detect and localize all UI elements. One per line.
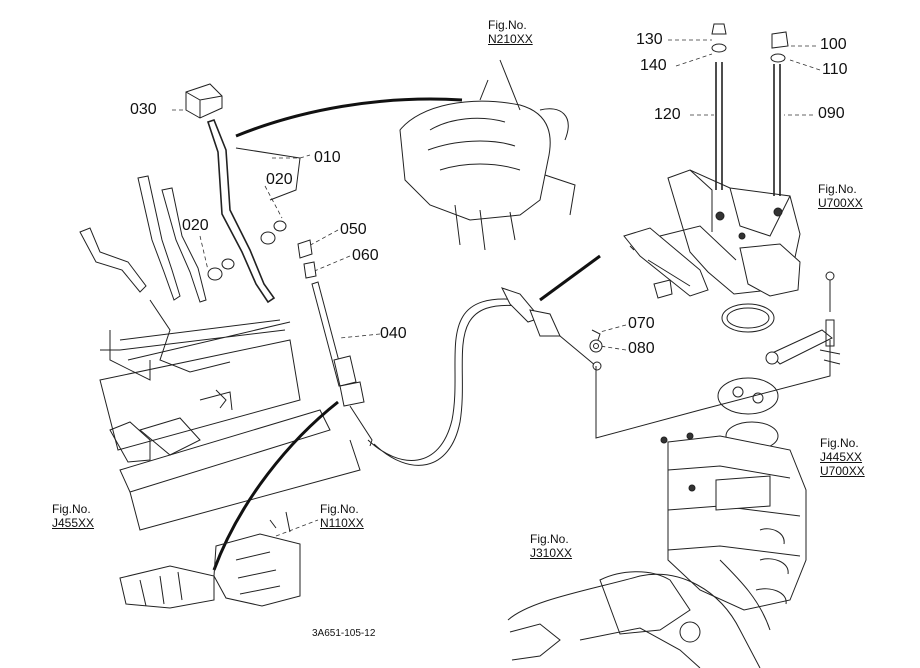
- transmission-housing: [507, 559, 771, 668]
- part-label-060: 060: [352, 247, 379, 264]
- part-label-110: 110: [822, 61, 848, 78]
- part-label-100: 100: [820, 36, 847, 53]
- engine-housing-outline: [399, 59, 576, 251]
- valve-lever-linkage: [765, 271, 841, 365]
- lower-left-mechanism: [119, 400, 339, 609]
- control-valve-upper: [659, 23, 801, 333]
- fig-ref-title: Fig.No.: [320, 502, 359, 516]
- part-label-050: 050: [340, 221, 367, 238]
- control-cable-upper: [235, 97, 463, 138]
- fig-ref-title: Fig.No.: [530, 532, 569, 546]
- part-label-010: 010: [314, 149, 341, 166]
- part-label-130: 130: [636, 31, 663, 48]
- fig-ref-u700xx[interactable]: Fig.No. U700XX: [818, 182, 863, 210]
- part-label-030: 030: [130, 101, 157, 118]
- part-label-120: 120: [654, 106, 681, 123]
- fig-ref-title: Fig.No.: [488, 18, 527, 32]
- throttle-cable: [311, 254, 602, 466]
- part-label-080: 080: [628, 340, 655, 357]
- fig-ref-title: Fig.No.: [818, 182, 857, 196]
- part-label-090: 090: [818, 105, 845, 122]
- fig-ref-n210xx[interactable]: Fig.No. N210XX: [488, 18, 533, 46]
- small-hardware: [297, 239, 603, 353]
- fig-ref-code[interactable]: N210XX: [488, 32, 533, 46]
- cable-bracket-plate: [595, 227, 831, 439]
- fig-ref-j445xx-u700xx[interactable]: Fig.No. J445XX U700XX: [820, 436, 865, 478]
- fig-ref-title: Fig.No.: [52, 502, 91, 516]
- control-valve-lower: [660, 377, 807, 611]
- fig-ref-code[interactable]: N110XX: [320, 516, 364, 530]
- fig-ref-code[interactable]: J310XX: [530, 546, 573, 560]
- control-lever-assembly: [79, 83, 301, 381]
- part-label-140: 140: [640, 57, 667, 74]
- fig-ref-title: Fig.No.: [820, 436, 859, 450]
- fig-ref-code[interactable]: U700XX: [818, 196, 863, 210]
- drawing-code: 3A651-105-12: [312, 628, 376, 639]
- fig-ref-code[interactable]: J445XX: [820, 450, 863, 464]
- fig-ref-code[interactable]: J455XX: [52, 516, 95, 530]
- part-label-020-lower: 020: [182, 217, 209, 234]
- part-label-040: 040: [380, 325, 407, 342]
- fig-ref-j310xx[interactable]: Fig.No. J310XX: [530, 532, 572, 560]
- part-label-020-upper: 020: [266, 171, 293, 188]
- fig-ref-j455xx[interactable]: Fig.No. J455XX: [52, 502, 94, 530]
- part-label-070: 070: [628, 315, 655, 332]
- fig-ref-code[interactable]: U700XX: [820, 464, 865, 478]
- fig-ref-n110xx[interactable]: Fig.No. N110XX: [320, 502, 364, 530]
